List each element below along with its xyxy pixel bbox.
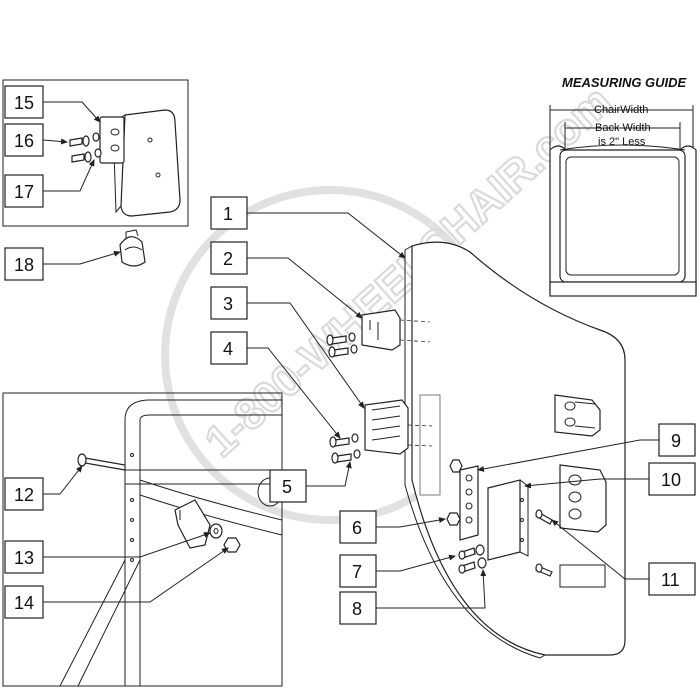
svg-text:1: 1 xyxy=(223,204,233,224)
callout-7: 7 xyxy=(339,554,456,588)
callout-2: 2 xyxy=(210,241,363,319)
svg-text:10: 10 xyxy=(661,470,681,490)
callout-5: 5 xyxy=(269,461,352,503)
bracket-3 xyxy=(364,399,433,455)
callout-1: 1 xyxy=(210,196,406,259)
callout-11: 11 xyxy=(551,519,696,596)
callout-6: 6 xyxy=(339,510,446,544)
svg-text:18: 18 xyxy=(14,255,34,275)
measuring-guide-title: MEASURING GUIDE xyxy=(562,75,687,90)
svg-text:8: 8 xyxy=(352,599,362,619)
callout-16: 16 xyxy=(4,123,68,157)
callout-17: 17 xyxy=(4,159,95,208)
clip-18 xyxy=(119,229,146,267)
svg-text:6: 6 xyxy=(352,518,362,538)
screw-16 xyxy=(69,132,102,163)
svg-text:3: 3 xyxy=(223,294,233,314)
back-width-note: is 2" Less xyxy=(598,136,646,148)
callout-18: 18 xyxy=(4,247,121,281)
inset-back-plate xyxy=(99,109,181,217)
measuring-guide: MEASURING GUIDE ChairWidth Back Width is… xyxy=(549,75,697,297)
bracket-10 xyxy=(487,479,529,561)
plate-9 xyxy=(446,459,479,541)
svg-text:13: 13 xyxy=(14,548,34,568)
svg-text:7: 7 xyxy=(352,562,362,582)
svg-text:5: 5 xyxy=(282,477,292,497)
inset-panel-hardware xyxy=(2,79,189,227)
callout-13: 13 xyxy=(4,532,211,574)
chair-width-label: ChairWidth xyxy=(594,104,648,116)
callout-12: 12 xyxy=(4,465,83,511)
svg-text:17: 17 xyxy=(14,182,34,202)
callout-10: 10 xyxy=(524,462,696,496)
callout-8: 8 xyxy=(339,569,487,625)
wheelchair-frame-sketch xyxy=(59,399,283,687)
callout-14: 14 xyxy=(4,547,229,619)
svg-text:2: 2 xyxy=(223,249,233,269)
svg-text:14: 14 xyxy=(14,593,34,613)
svg-text:9: 9 xyxy=(671,431,681,451)
bracket-2 xyxy=(361,309,431,351)
svg-text:16: 16 xyxy=(14,131,34,151)
back-width-label: Back Width xyxy=(595,122,651,134)
inset-panel-frame xyxy=(2,392,283,687)
svg-text:11: 11 xyxy=(661,570,680,590)
svg-text:4: 4 xyxy=(223,339,233,359)
callout-9: 9 xyxy=(477,423,696,472)
callout-4: 4 xyxy=(210,331,341,439)
back-shell-1 xyxy=(404,241,626,659)
screws-7 xyxy=(458,544,487,574)
callout-3: 3 xyxy=(210,286,365,409)
callout-15: 15 xyxy=(4,85,101,123)
svg-text:15: 15 xyxy=(14,93,34,113)
screws-11 xyxy=(535,509,553,577)
svg-text:12: 12 xyxy=(14,485,34,505)
screws-4 xyxy=(326,332,361,464)
